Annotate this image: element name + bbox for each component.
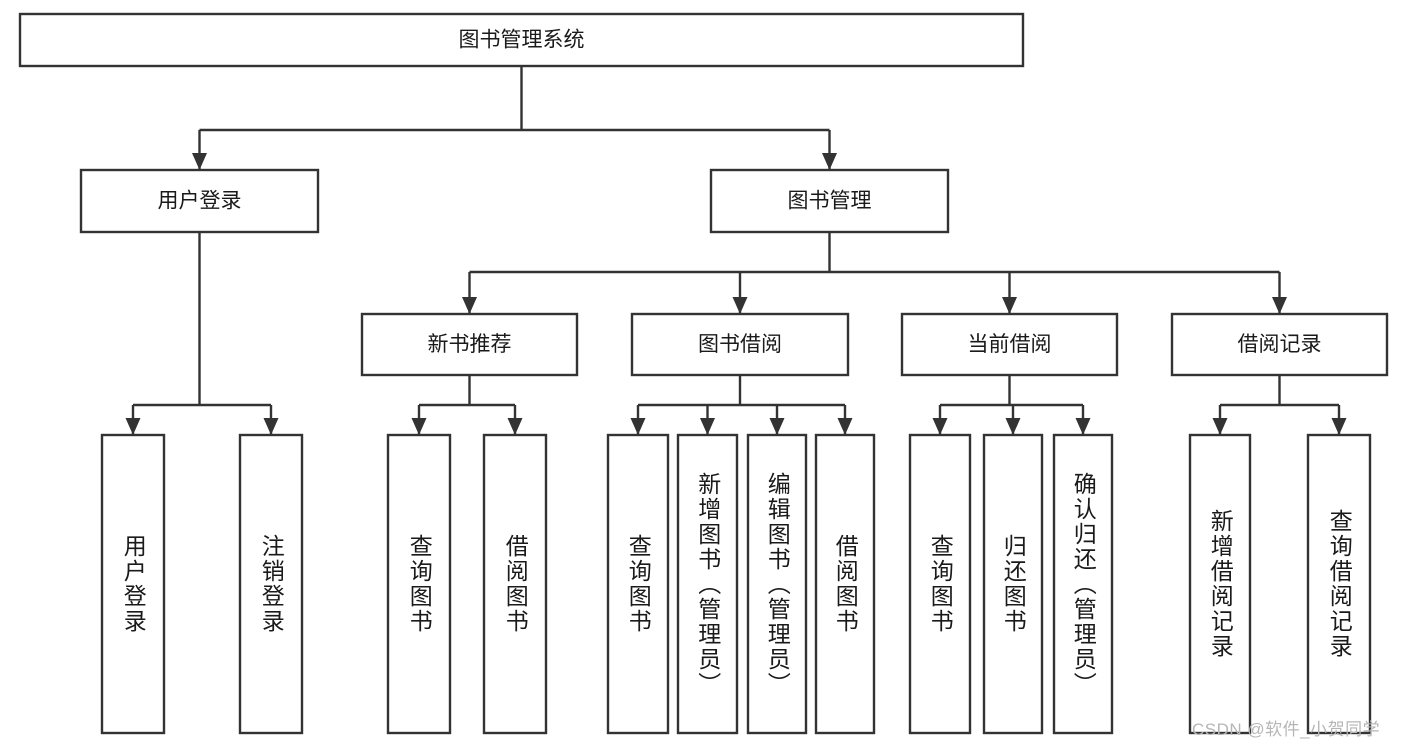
leaf-box-book_borrow-2[interactable] (746, 433, 808, 735)
arrow-head-icon-bookmanage-3 (1272, 297, 1287, 314)
node-box-root[interactable] (18, 12, 1025, 68)
leaf-box-user_login-1[interactable] (238, 433, 304, 735)
arrow-head-icon-book_borrow-0 (630, 418, 646, 435)
arrow-head-icon-new_book_rec-1 (507, 418, 523, 435)
node-label-root: 图书管理系统 (459, 29, 585, 52)
node-label-current_borrow: 当前借阅 (968, 333, 1052, 356)
node-label-new_book_rec: 新书推荐 (428, 333, 512, 356)
arrow-head-icon-user_login-1 (263, 418, 279, 435)
arrow-head-icon-user_login-0 (125, 418, 141, 435)
node-label-book_manage: 图书管理 (788, 190, 872, 213)
arrow-head-icon-new_book_rec-0 (411, 418, 427, 435)
leaf-box-new_book_rec-1[interactable] (482, 433, 548, 735)
arrow-head-icon-current_borrow-1 (1005, 418, 1021, 435)
arrow-head-icon-current_borrow-2 (1075, 418, 1091, 435)
leaf-box-book_borrow-3[interactable] (814, 433, 876, 735)
arrow-head-icon-bookmanage-1 (732, 297, 748, 314)
arrow-head-icon-borrow_record-1 (1331, 418, 1347, 435)
arrow-head-icon-current_borrow-0 (932, 418, 948, 435)
connectors-layer (125, 66, 1347, 435)
node-label-user_login: 用户登录 (158, 190, 242, 213)
leaf-box-new_book_rec-0[interactable] (386, 433, 452, 735)
node-box-new_book_rec[interactable] (360, 312, 579, 377)
node-box-borrow_record[interactable] (1170, 312, 1389, 377)
leaf-box-user_login-0[interactable] (100, 433, 166, 735)
node-box-user_login[interactable] (79, 168, 320, 234)
leaf-box-current_borrow-1[interactable] (982, 433, 1044, 735)
arrow-head-icon-root-0 (192, 153, 207, 170)
leaf-box-borrow_record-0[interactable] (1188, 433, 1252, 735)
node-label-borrow_record: 借阅记录 (1238, 333, 1322, 356)
watermark-text: CSDN @软件_小贺同学 (1192, 720, 1381, 739)
leaf-box-current_borrow-0[interactable] (908, 433, 972, 735)
arrow-head-icon-book_borrow-1 (700, 418, 715, 435)
arrow-head-icon-bookmanage-0 (462, 297, 477, 314)
leaf-box-borrow_record-1[interactable] (1306, 433, 1372, 735)
arrow-head-icon-root-1 (822, 153, 837, 170)
node-label-book_borrow: 图书借阅 (698, 333, 782, 356)
leaf-box-book_borrow-1[interactable] (676, 433, 739, 735)
boxes-layer (18, 12, 1389, 735)
arrow-head-icon-bookmanage-2 (1002, 297, 1017, 314)
leaf-box-book_borrow-0[interactable] (606, 433, 670, 735)
node-box-book_borrow[interactable] (630, 312, 850, 377)
arrow-head-icon-borrow_record-0 (1212, 418, 1228, 435)
arrow-head-icon-book_borrow-2 (769, 418, 785, 435)
node-box-current_borrow[interactable] (900, 312, 1119, 377)
arrow-head-icon-book_borrow-3 (837, 418, 853, 435)
leaf-box-current_borrow-2[interactable] (1052, 433, 1114, 735)
node-box-book_manage[interactable] (709, 168, 950, 234)
